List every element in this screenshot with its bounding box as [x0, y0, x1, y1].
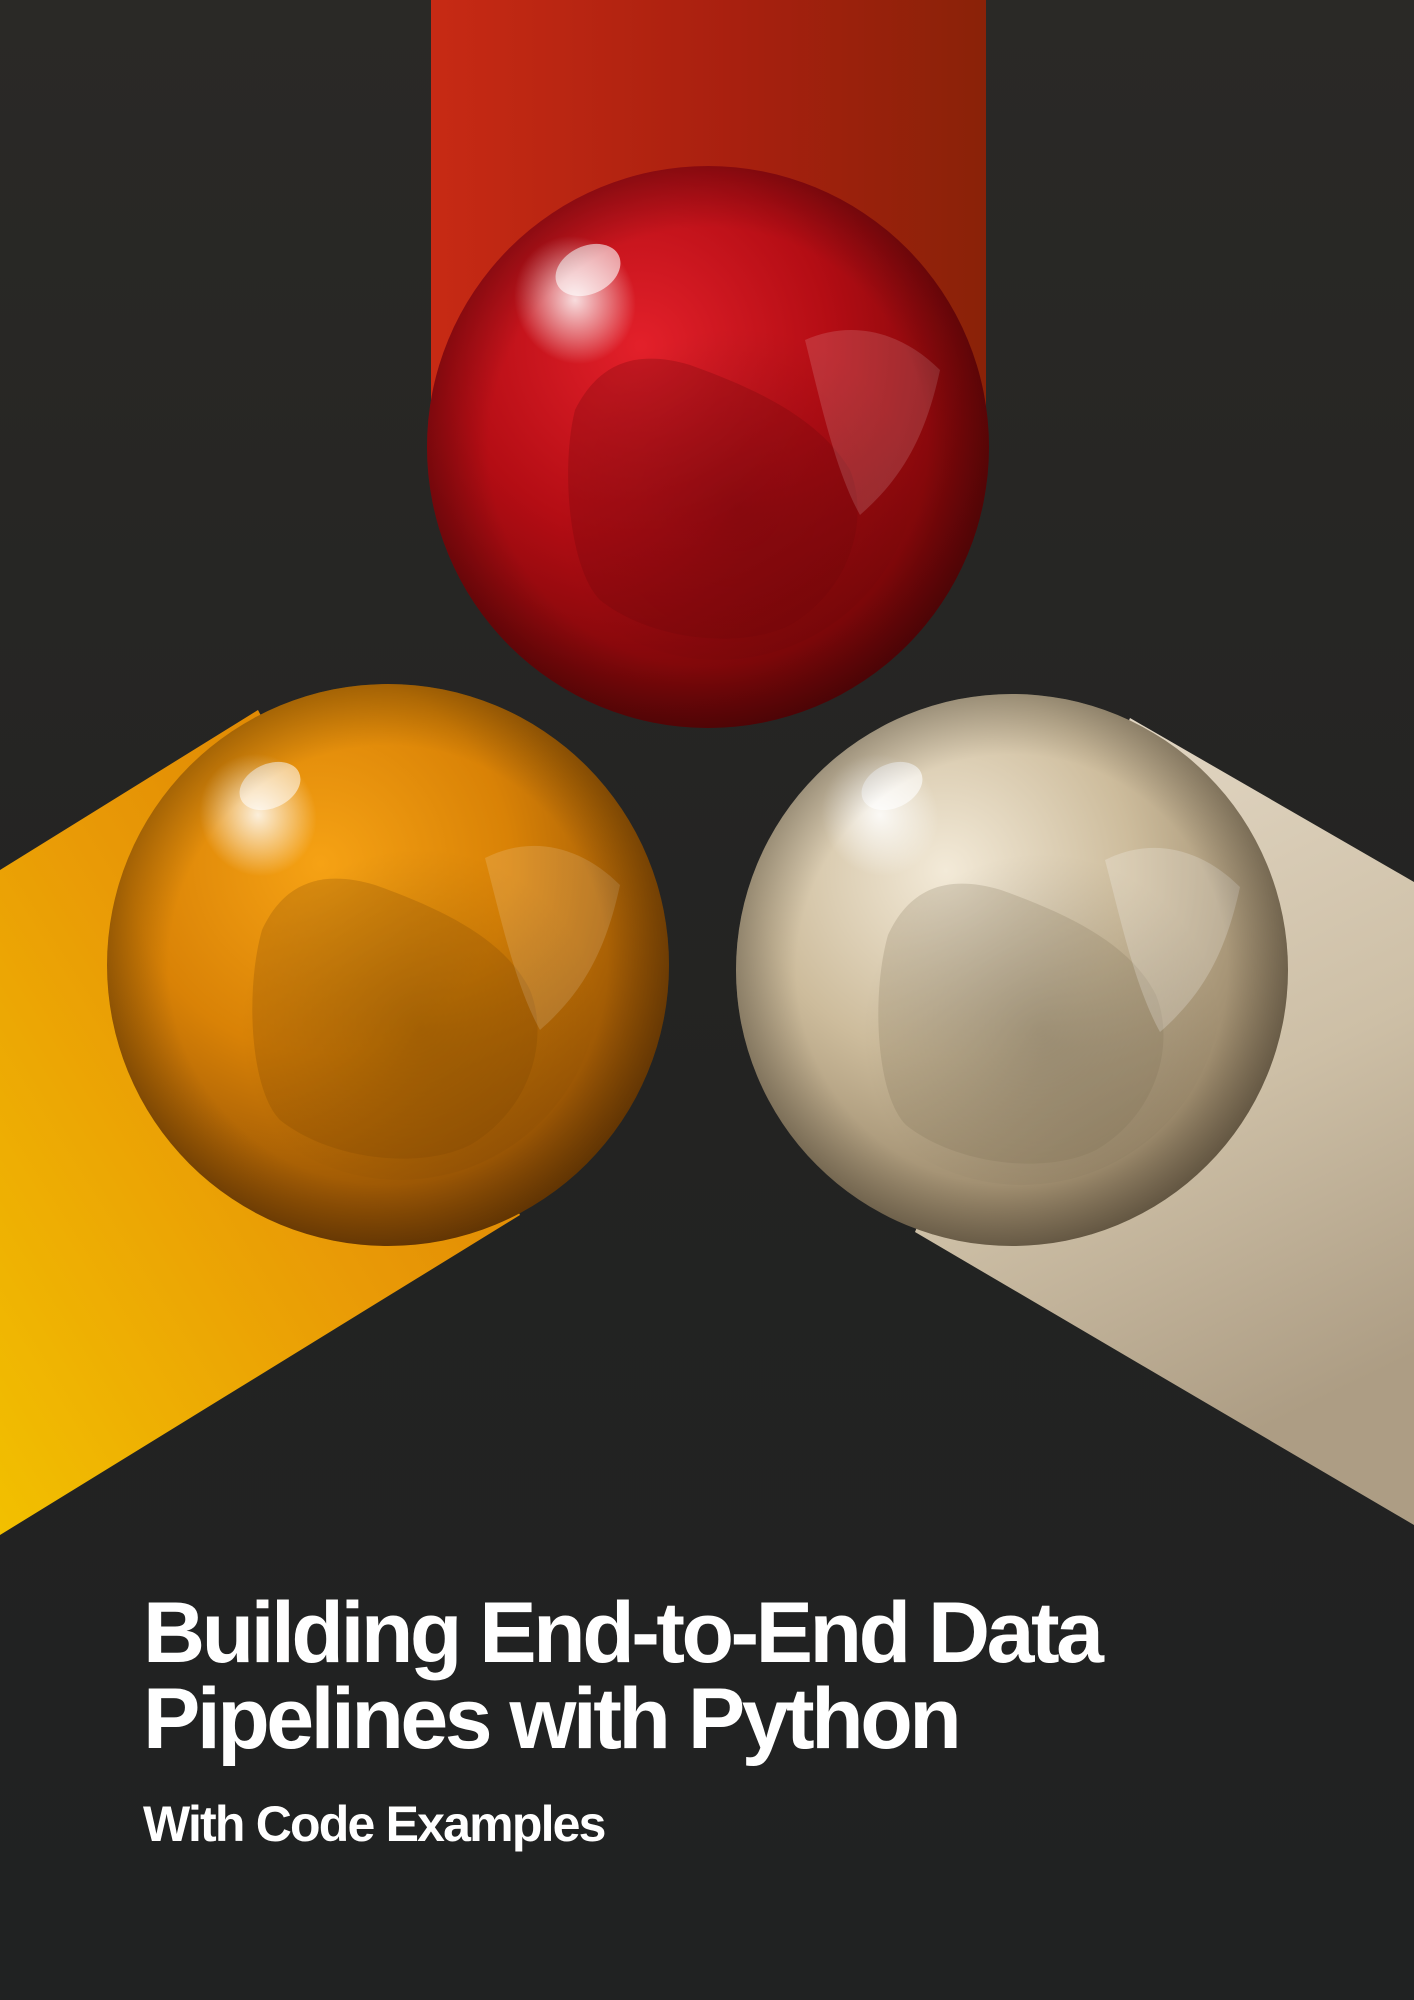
red-sphere	[427, 166, 989, 728]
title-block: Building End-to-End Data Pipelines with …	[143, 1590, 1323, 1852]
book-subtitle: With Code Examples	[143, 1796, 607, 1852]
cover-artwork	[0, 0, 1414, 1535]
book-title-line-1: Building End-to-End Data	[143, 1585, 1104, 1681]
book-title-line-2: Pipelines with Python	[143, 1671, 962, 1767]
cream-sphere	[736, 694, 1288, 1246]
book-title: Building End-to-End Data Pipelines with …	[143, 1590, 1323, 1762]
orange-sphere	[107, 684, 669, 1246]
